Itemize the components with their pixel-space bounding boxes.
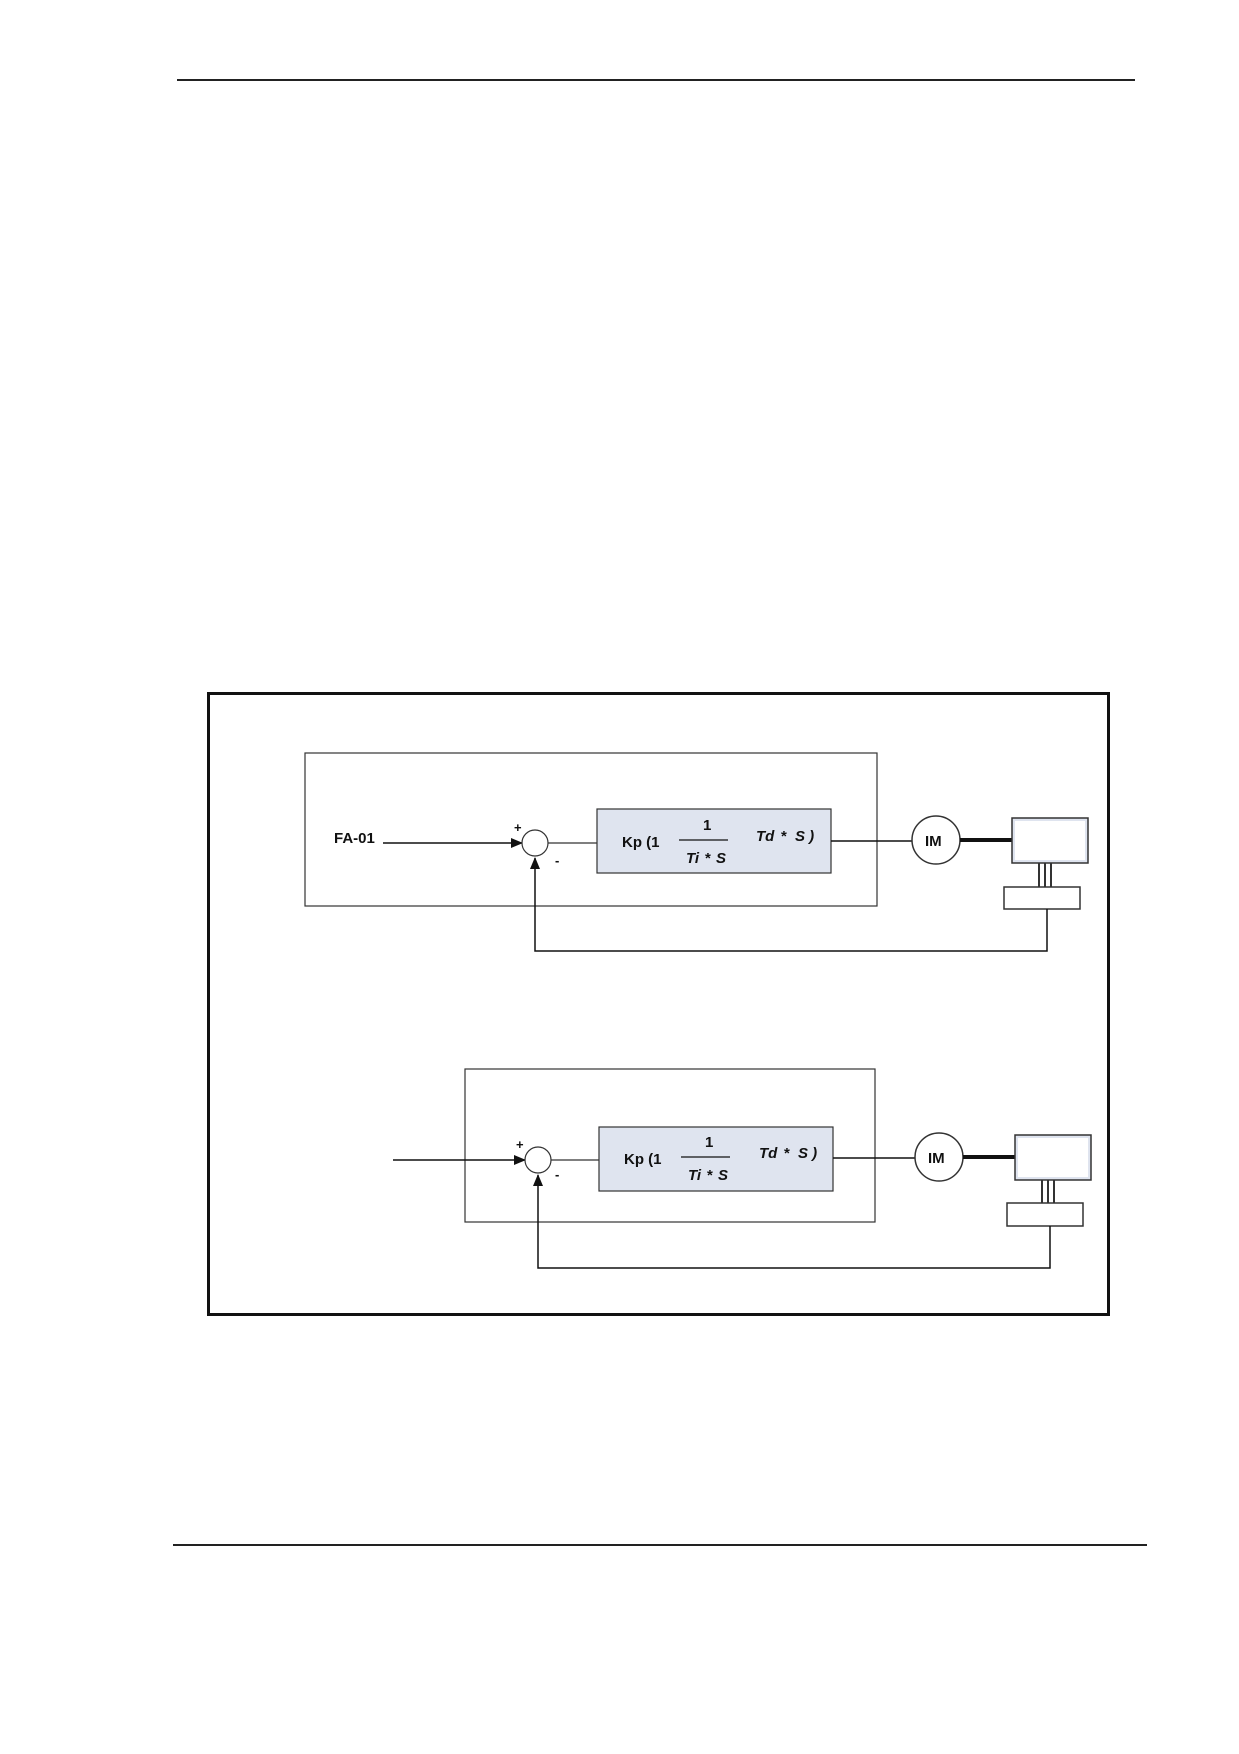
- loop-1-pid-denominator-a: Ti: [686, 850, 700, 867]
- loop-2-encoder-box: [1006, 1202, 1084, 1227]
- loop-2-pid-derivative-b: S ): [798, 1145, 817, 1162]
- loop-2-enclosure: [464, 1068, 876, 1223]
- loop-2-summing-junction: [524, 1146, 552, 1174]
- loop-1-plus-sign: +: [514, 820, 522, 835]
- loop-1-pid-denominator-b: S: [716, 850, 726, 867]
- loop-2-pid-denominator-a: Ti: [688, 1167, 702, 1184]
- loop-2-pid-derivative-op: *: [784, 1145, 790, 1162]
- loop-1-feedback-line: [530, 857, 1048, 952]
- loop-1: FA-01 + - Kp (1 1 Ti * S Td * S ) IM: [304, 752, 1089, 952]
- loop-2-pid-block: [598, 1126, 834, 1192]
- loop-2-plus-sign: +: [516, 1137, 524, 1152]
- loop-2-coupling: [1041, 1180, 1055, 1203]
- loop-1-load-box-inner: [1015, 821, 1085, 860]
- loop-2-load-box-inner: [1018, 1138, 1088, 1177]
- loop-1-pid-numerator: 1: [703, 817, 711, 834]
- loop-2-pid-derivative-a: Td: [759, 1145, 778, 1162]
- loop-2-motor-label: IM: [928, 1150, 945, 1167]
- loop-1-pid-derivative-a: Td: [756, 828, 775, 845]
- loop-1-coupling: [1038, 863, 1052, 887]
- loop-2: + - Kp (1 1 Ti * S Td * S ) IM: [393, 1068, 1092, 1269]
- loop-1-encoder-box: [1003, 886, 1081, 910]
- loop-1-minus-sign: -: [555, 853, 559, 868]
- loop-2-pid-numerator: 1: [705, 1134, 713, 1151]
- loop-2-pid-denominator-op: *: [707, 1167, 713, 1184]
- page-header-rule: [177, 79, 1135, 81]
- figure-frame: [207, 692, 1110, 1316]
- loop-2-minus-sign: -: [555, 1167, 559, 1182]
- page-footer-rule: [173, 1544, 1147, 1546]
- loop-1-motor-label: IM: [925, 833, 942, 850]
- loop-1-pid-denominator-op: *: [705, 850, 711, 867]
- loop-2-pid-prefix: Kp (1: [624, 1151, 662, 1168]
- loop-2-feedback-line: [533, 1174, 1051, 1269]
- loop-1-summing-junction: [521, 829, 549, 857]
- loop-1-pid-block: [596, 808, 832, 874]
- loop-1-input-label: FA-01: [334, 830, 375, 847]
- loop-1-enclosure: [304, 752, 878, 907]
- loop-1-pid-derivative-op: *: [781, 828, 787, 845]
- loop-1-pid-derivative-b: S ): [795, 828, 814, 845]
- loop-1-pid-prefix: Kp (1: [622, 834, 660, 851]
- loop-2-pid-denominator-b: S: [718, 1167, 728, 1184]
